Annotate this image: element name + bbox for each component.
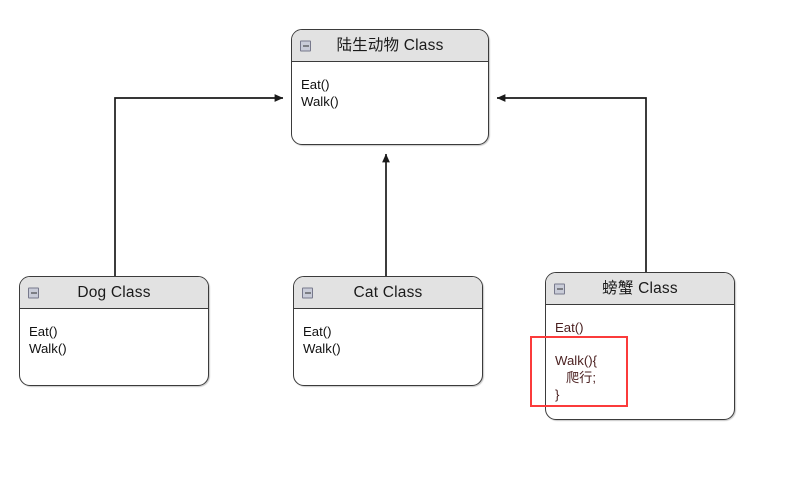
class-title-dog: Dog Class (77, 283, 151, 301)
class-body-cat: Eat() Walk() (294, 309, 482, 384)
class-header-dog: Dog Class (20, 277, 208, 309)
member-walk: Walk() (303, 341, 341, 356)
class-body-crab: Eat() Walk(){ 爬行; } (546, 305, 734, 418)
class-title-parent: 陆生动物 Class (336, 36, 444, 54)
minus-box-icon[interactable] (554, 283, 565, 294)
member-eat: Eat() (29, 324, 58, 339)
minus-box-icon[interactable] (302, 287, 313, 298)
member-walk: Walk() (29, 341, 67, 356)
edge-crab-to-parent (496, 94, 647, 277)
class-body-dog: Eat() Walk() (20, 309, 208, 384)
member-walk: Walk() (301, 94, 339, 109)
class-box-cat[interactable]: Cat Class Eat() Walk() (293, 276, 483, 386)
edge-dog-to-parent (114, 94, 284, 277)
member-eat: Eat() (301, 77, 330, 92)
member-walk-override: Walk(){ 爬行; } (555, 353, 598, 402)
class-header-parent: 陆生动物 Class (292, 30, 488, 62)
class-box-parent[interactable]: 陆生动物 Class Eat() Walk() (291, 29, 489, 145)
minus-box-icon[interactable] (28, 287, 39, 298)
class-title-crab: 螃蟹 Class (602, 279, 678, 297)
class-box-crab[interactable]: 螃蟹 Class Eat() Walk(){ 爬行; } (545, 272, 735, 420)
class-title-cat: Cat Class (353, 283, 423, 301)
member-eat: Eat() (555, 320, 584, 335)
class-header-cat: Cat Class (294, 277, 482, 309)
class-box-dog[interactable]: Dog Class Eat() Walk() (19, 276, 209, 386)
member-eat: Eat() (303, 324, 332, 339)
class-body-parent: Eat() Walk() (292, 62, 488, 143)
minus-box-icon[interactable] (300, 40, 311, 51)
class-header-crab: 螃蟹 Class (546, 273, 734, 305)
